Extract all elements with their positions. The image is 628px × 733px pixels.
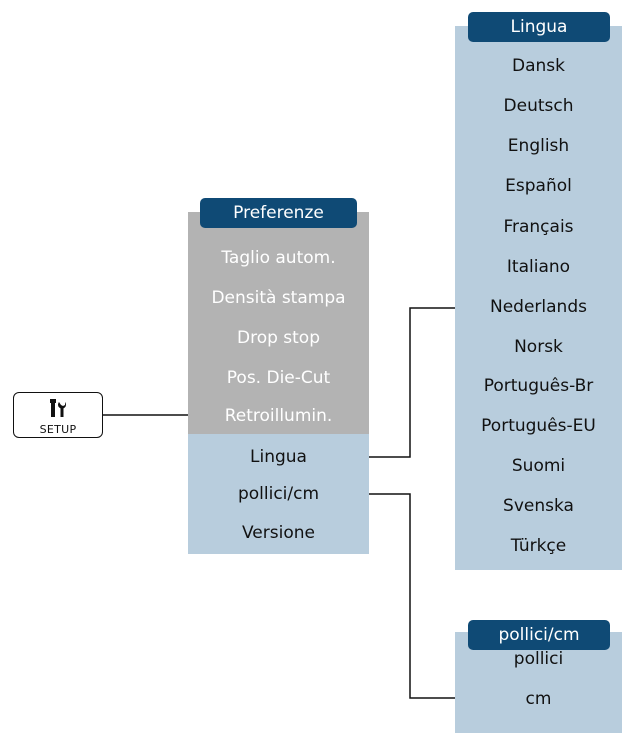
pollici-cm-header: pollici/cm [468, 620, 610, 650]
lingua-option-italiano[interactable]: Italiano [506, 257, 571, 277]
menu-item-lingua[interactable]: Lingua [250, 447, 307, 467]
pollici-connector [355, 493, 455, 699]
lingua-option-francais[interactable]: Français [503, 217, 574, 237]
lingua-option-nederlands[interactable]: Nederlands [490, 297, 587, 317]
lingua-header: Lingua [468, 12, 610, 42]
menu-item-densita: Densità stampa [211, 288, 346, 308]
lingua-option-norsk[interactable]: Norsk [514, 337, 563, 357]
lingua-option-english[interactable]: English [507, 136, 570, 156]
lingua-option-portugues-br[interactable]: Português-Br [483, 376, 594, 396]
preferenze-header: Preferenze [200, 198, 357, 228]
lingua-option-turkce[interactable]: Türkçe [510, 536, 567, 556]
menu-item-retroillumin: Retroillumin. [224, 406, 333, 426]
lingua-option-svenska[interactable]: Svenska [503, 496, 574, 516]
menu-item-versione[interactable]: Versione [242, 523, 315, 543]
lingua-option-deutsch[interactable]: Deutsch [503, 96, 574, 116]
setup-button[interactable]: SETUP [13, 392, 103, 438]
menu-item-drop-stop: Drop stop [236, 328, 321, 348]
menu-item-pollici-cm[interactable]: pollici/cm [237, 484, 320, 504]
lingua-option-portugues-eu[interactable]: Português-EU [481, 416, 596, 436]
unit-option-pollici[interactable]: pollici [513, 649, 564, 669]
tools-icon [50, 399, 66, 417]
lingua-option-dansk[interactable]: Dansk [512, 56, 565, 76]
lingua-option-suomi[interactable]: Suomi [511, 456, 566, 476]
menu-item-pos-die-cut: Pos. Die-Cut [226, 368, 331, 388]
setup-label: SETUP [39, 423, 77, 436]
unit-option-cm[interactable]: cm [525, 689, 552, 709]
menu-item-taglio: Taglio autom. [221, 248, 336, 268]
preferenze-active-panel: Lingua pollici/cm Versione [188, 434, 369, 554]
lingua-panel: Dansk Deutsch English Español Français I… [455, 26, 622, 570]
preferenze-disabled-panel: Taglio autom. Densità stampa Drop stop P… [188, 212, 369, 434]
lingua-connector [355, 307, 455, 458]
lingua-option-espanol[interactable]: Español [505, 176, 572, 196]
